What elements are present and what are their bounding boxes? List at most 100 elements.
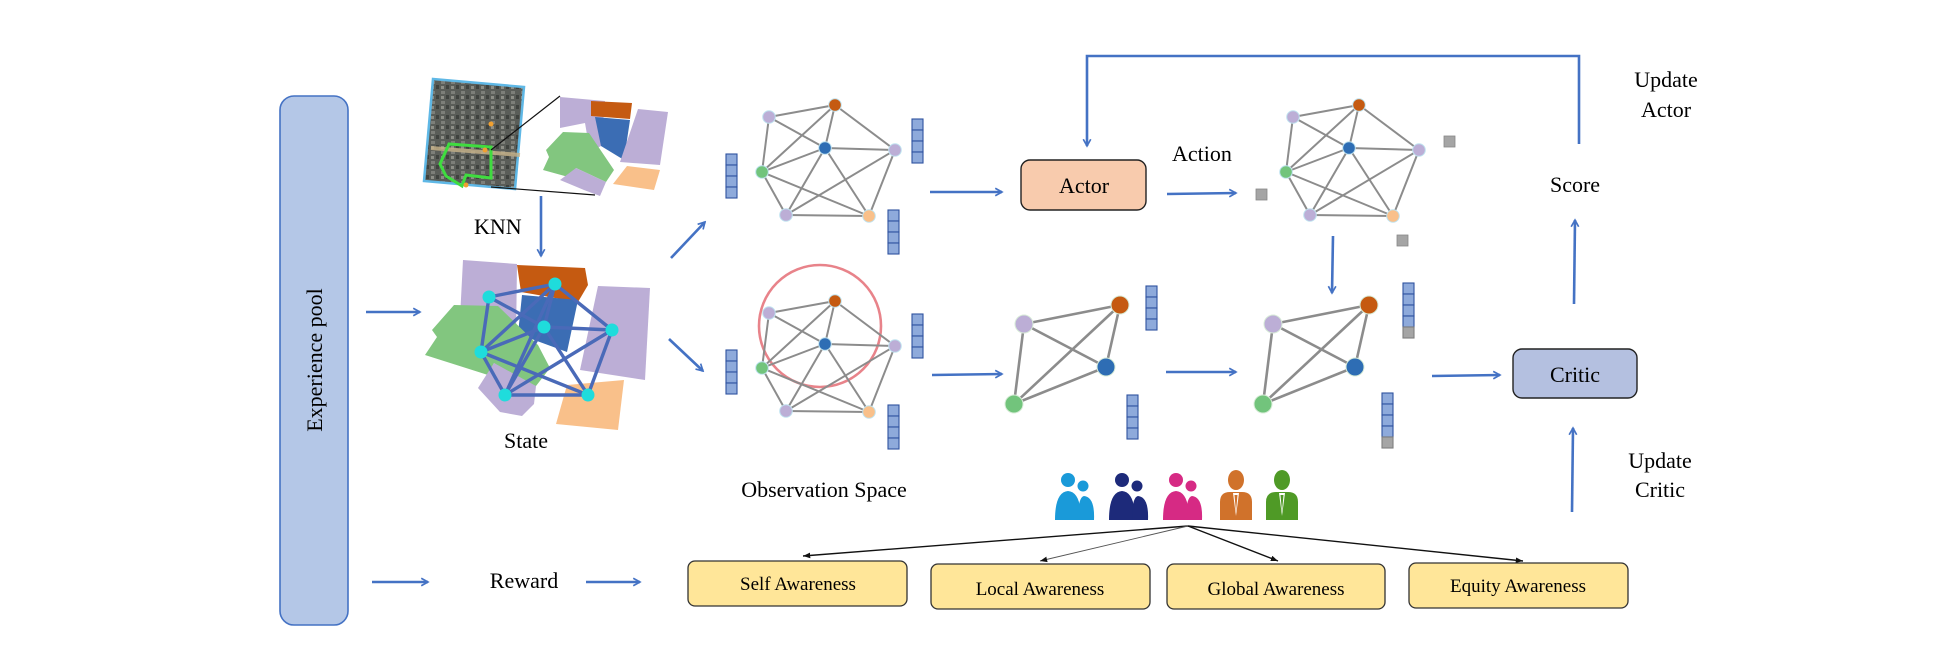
update-critic-label: Update [1628, 448, 1692, 473]
group-icon-navy [1109, 473, 1149, 520]
arrow-state-to-obs-top [670, 222, 705, 259]
graph-edge [1348, 104, 1360, 149]
branch-arrow-self [802, 525, 1189, 559]
feature-vector-cell [887, 242, 900, 255]
arrow-update-critic [1572, 428, 1573, 513]
feature-vector-cell [911, 324, 924, 337]
branch-arrow-equity [1187, 525, 1524, 564]
awareness-label: Equity Awareness [1450, 576, 1586, 597]
feature-vector-cell [911, 346, 924, 359]
graph-edge [768, 300, 836, 314]
observation-space-label: Observation Space [741, 477, 907, 502]
reward-label: Reward [490, 568, 558, 593]
feature-vector-cell [1402, 326, 1415, 339]
feature-vector [1145, 285, 1158, 331]
feature-vector-cell [1126, 427, 1139, 440]
graph-edge [1309, 149, 1420, 216]
feature-vector [911, 118, 924, 164]
feature-vector [887, 209, 900, 255]
graph-node [1342, 141, 1356, 155]
feature-vector-cell [725, 382, 738, 395]
aerial-map-image [422, 77, 526, 191]
arrow-state-to-obs-bottom [668, 338, 703, 371]
graph-edge [761, 147, 826, 173]
feature-vector-cell [1126, 405, 1139, 418]
feature-vector-cell [1145, 318, 1158, 331]
feature-vector [1126, 394, 1139, 440]
network-node [581, 388, 595, 402]
feature-vector-cell [911, 118, 924, 131]
graph-edge [1013, 365, 1107, 406]
graph-edge [785, 147, 826, 216]
feature-vector-cell [1126, 416, 1139, 429]
feature-vector [1381, 392, 1394, 449]
graph-edge [1012, 323, 1026, 405]
action-square [1443, 135, 1456, 148]
graph-edge [785, 214, 870, 217]
action-square [1255, 188, 1268, 201]
feature-vector-cell [1402, 293, 1415, 306]
graph-edge [761, 367, 787, 412]
feature-vector-cell [1381, 436, 1394, 449]
arrow-update-actor-loop [1087, 54, 1581, 146]
graph-edge [785, 343, 826, 412]
group-icon-light-blue [1055, 473, 1095, 520]
awareness-local: Local Awareness [930, 563, 1151, 610]
awareness-box [687, 560, 908, 607]
awareness-box [1408, 562, 1629, 609]
network-node [474, 345, 488, 359]
graph-node [1110, 295, 1130, 315]
feature-vector-cell [887, 415, 900, 428]
feature-vector-cell [887, 437, 900, 450]
graph-edge [1262, 365, 1356, 406]
graph-edge [834, 104, 896, 151]
graph-node [1345, 357, 1365, 377]
awareness-global: Global Awareness [1166, 563, 1386, 610]
graph-node [755, 361, 769, 375]
graph-edge [824, 147, 896, 151]
feature-vector-cell [1381, 392, 1394, 405]
awareness-label: Global Awareness [1207, 579, 1344, 600]
graph-edge [834, 300, 896, 347]
graph-edge [1272, 322, 1356, 369]
graph-edge [824, 300, 836, 345]
branch-arrow-global [1187, 525, 1279, 562]
graph-edge [1272, 303, 1370, 326]
local-subgraph [1004, 285, 1158, 440]
graph-edge [1285, 171, 1311, 216]
feature-vector-cell [911, 129, 924, 142]
graph-edge [1285, 147, 1350, 173]
arrow-to-critic [1431, 375, 1500, 376]
observation-graph-top [725, 98, 924, 255]
graph-edge [824, 343, 896, 347]
graph-node [888, 339, 902, 353]
feature-vector-cell [725, 349, 738, 362]
graph-node [862, 405, 876, 419]
feature-vector-cell [1126, 394, 1139, 407]
selected-region-outline [438, 142, 493, 189]
graph-node [1279, 165, 1293, 179]
feature-vector-cell [1145, 307, 1158, 320]
parcel-map [543, 97, 668, 196]
arrow-actor-to-action [1166, 193, 1236, 194]
experience-pool: Experience pool [279, 95, 349, 626]
action-graph [1279, 98, 1426, 223]
arrow-obs-to-subgraph [931, 374, 1002, 375]
feature-vector-cell [1381, 425, 1394, 438]
group-icon-magenta [1163, 473, 1203, 520]
graph-edge [761, 104, 836, 173]
graph-node [1386, 209, 1400, 223]
feature-vector-cell [1381, 414, 1394, 427]
graph-edge [768, 104, 836, 118]
graph-edge [761, 171, 870, 217]
feature-vector [725, 153, 738, 199]
feature-vector-cell [725, 371, 738, 384]
graph-node [862, 209, 876, 223]
graph-edge [768, 312, 826, 345]
feature-vector [1402, 282, 1415, 339]
feature-vector-cell [887, 426, 900, 439]
graph-edge [868, 345, 896, 413]
graph-node [828, 98, 842, 112]
graph-node [1096, 357, 1116, 377]
